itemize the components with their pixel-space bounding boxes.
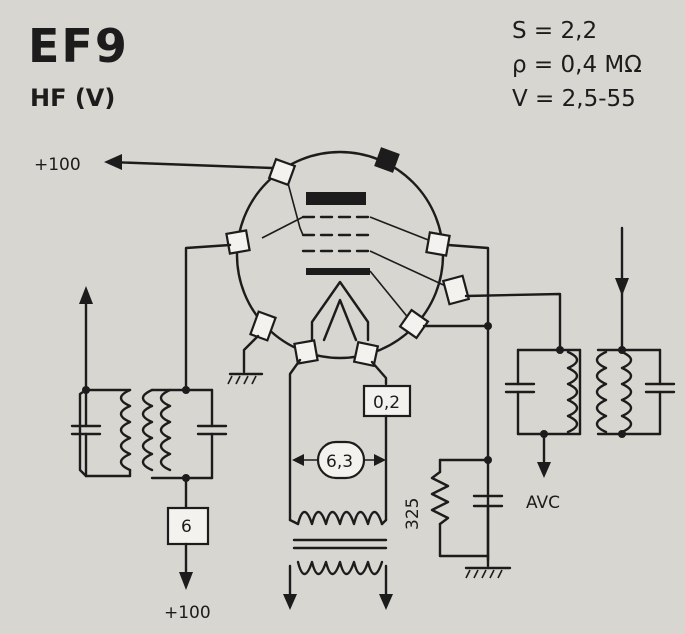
spec-transconductance: S = 2,2 bbox=[512, 18, 597, 44]
tube-pins bbox=[225, 147, 471, 368]
avc-tuned-circuit bbox=[504, 226, 676, 478]
label-filament-voltage: 6,3 bbox=[326, 452, 353, 472]
arrow-down-icon bbox=[615, 278, 629, 296]
arrow-down-icon bbox=[379, 594, 393, 610]
arrow-up-icon bbox=[79, 286, 93, 304]
box-filament-voltage bbox=[316, 440, 366, 480]
spec-voltage: V = 2,5-55 bbox=[512, 86, 636, 112]
box-anode-supply bbox=[166, 506, 210, 546]
spec-resistance: ρ = 0,4 MΩ bbox=[512, 52, 642, 78]
label-heater-series: 0,2 bbox=[373, 393, 400, 413]
arrow-down-icon bbox=[283, 594, 297, 610]
cathode bbox=[306, 268, 370, 275]
cathode-resistor bbox=[430, 470, 450, 526]
heater-filament bbox=[310, 280, 370, 342]
label-avc: AVC bbox=[526, 493, 560, 513]
arrow-left-icon bbox=[104, 154, 122, 170]
tube-function: HF (V) bbox=[30, 84, 115, 112]
input-tuned-circuit bbox=[70, 286, 228, 510]
arrow-down-icon bbox=[179, 572, 193, 590]
anode-plate bbox=[306, 192, 366, 205]
label-resistor-value: 325 bbox=[403, 498, 423, 530]
tube-name: EF9 bbox=[28, 19, 129, 73]
grids bbox=[301, 215, 372, 253]
label-anode-supply: 6 bbox=[181, 517, 192, 537]
heater-inner bbox=[322, 298, 358, 342]
transformer-secondary bbox=[296, 560, 384, 576]
box-heater-series bbox=[362, 384, 412, 418]
label-plus-100-top: +100 bbox=[34, 155, 81, 175]
arrow-down-icon bbox=[537, 462, 551, 478]
transformer-primary bbox=[296, 510, 384, 526]
label-plus-100-bottom: +100 bbox=[164, 603, 211, 623]
